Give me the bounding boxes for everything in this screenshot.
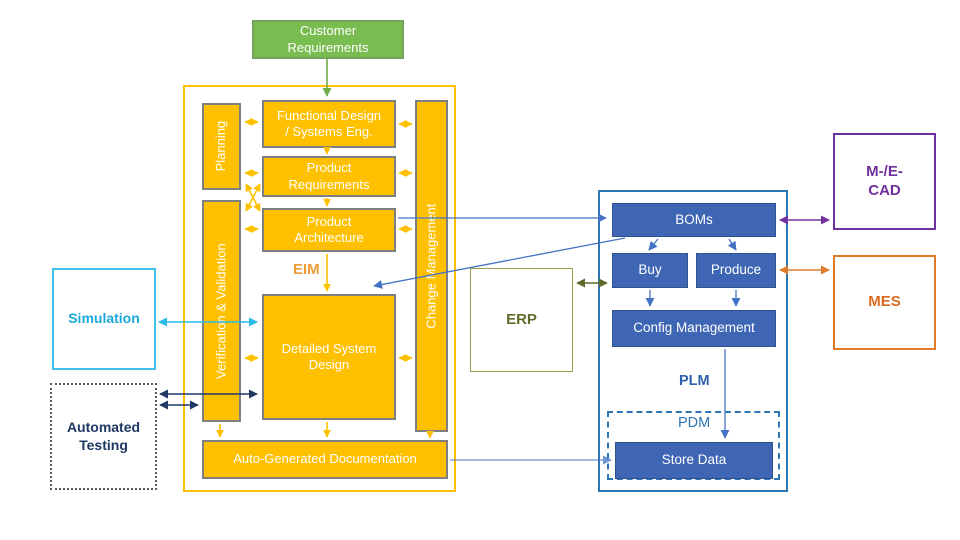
boms-label: BOMs	[675, 211, 713, 227]
cad-box: M-/E- CAD	[833, 133, 936, 230]
product-architecture-box: Product Architecture	[262, 208, 396, 252]
customer-requirements-box: Customer Requirements	[252, 20, 404, 59]
boms-box: BOMs	[612, 203, 776, 237]
pdm-label: PDM	[678, 415, 711, 431]
detailed-system-design-box: Detailed System Design	[262, 294, 396, 420]
product-architecture-label: Product Architecture	[294, 213, 364, 245]
store-data-box: Store Data	[615, 442, 773, 479]
config-management-box: Config Management	[612, 310, 776, 347]
simulation-box: Simulation	[52, 268, 156, 370]
cad-label: M-/E- CAD	[866, 162, 903, 199]
detailed-system-design-label: Detailed System Design	[281, 340, 377, 372]
engineering-container	[183, 85, 456, 492]
auto-generated-documentation-box: Auto-Generated Documentation	[202, 440, 448, 479]
erp-label: ERP	[506, 310, 537, 328]
customer-requirements-label: Customer Requirements	[287, 23, 369, 55]
automated-testing-box: Automated Testing	[50, 383, 157, 490]
pdm-dashed-container	[607, 411, 780, 480]
automated-testing-label: Automated Testing	[66, 419, 141, 453]
product-requirements-label: Product Requirements	[288, 160, 370, 192]
eim-label: EIM	[293, 261, 320, 278]
config-management-label: Config Management	[633, 320, 755, 336]
change-management-box: Change Management	[415, 100, 448, 432]
verification-validation-label: Verification & Validation	[213, 243, 229, 379]
produce-label: Produce	[710, 262, 762, 278]
plm-label: PLM	[679, 373, 710, 389]
planning-label: Planning	[213, 121, 229, 172]
auto-generated-documentation-label: Auto-Generated Documentation	[233, 451, 417, 467]
product-requirements-box: Product Requirements	[262, 156, 396, 197]
mes-box: MES	[833, 255, 936, 350]
planning-box: Planning	[202, 103, 241, 190]
verification-validation-box: Verification & Validation	[202, 200, 241, 422]
functional-design-box: Functional Design / Systems Eng.	[262, 100, 396, 148]
buy-box: Buy	[612, 253, 688, 288]
simulation-label: Simulation	[68, 310, 140, 327]
change-management-label: Change Management	[423, 203, 439, 329]
buy-label: Buy	[638, 262, 662, 278]
erp-box: ERP	[470, 268, 573, 372]
mes-label: MES	[868, 293, 901, 311]
store-data-label: Store Data	[661, 452, 727, 468]
functional-design-label: Functional Design / Systems Eng.	[276, 107, 382, 139]
produce-box: Produce	[696, 253, 776, 288]
